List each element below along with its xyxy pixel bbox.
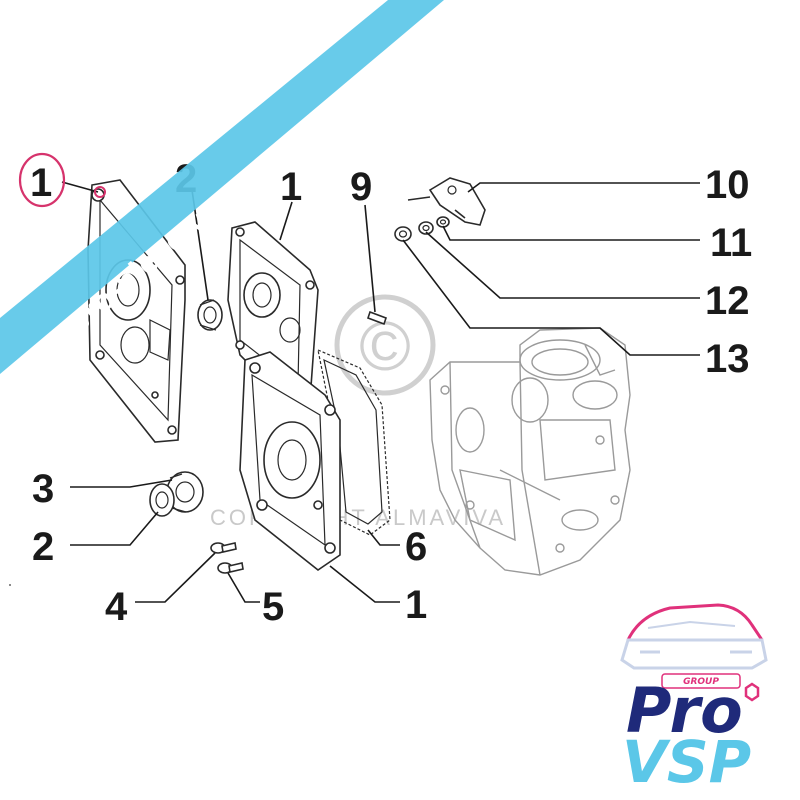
callout-4: 4: [105, 585, 128, 629]
bearing-top: [197, 299, 223, 331]
callout-5: 5: [262, 585, 284, 629]
pin: [366, 310, 388, 326]
leader-1-bottom: [329, 565, 400, 603]
leader-3: [70, 479, 173, 488]
callout-1-upper: 1: [280, 165, 302, 209]
gearbox-housing: [429, 327, 631, 576]
washer-small-11: [436, 216, 450, 228]
nut-13: [394, 226, 412, 242]
highlight-marker: [94, 186, 106, 198]
leader-11: [442, 225, 700, 241]
callout-10: 10: [705, 163, 750, 207]
highlight-circle: [18, 152, 66, 208]
cover-plate-lower: [239, 351, 341, 571]
leader-1-upper: [279, 201, 293, 241]
callout-1-top-left: 1: [30, 161, 52, 205]
leader-6: [367, 529, 400, 546]
bearing-assembly-bottom: [149, 471, 204, 517]
callout-2-bottom: 2: [32, 525, 54, 569]
leader-5: [227, 572, 260, 603]
leader-2-bottom: [70, 511, 159, 546]
hex-nut-icon: [744, 682, 760, 702]
washer-12: [418, 221, 434, 235]
callout-3: 3: [32, 467, 54, 511]
logo-brand-top: Pro: [626, 674, 743, 747]
leader-9: [364, 204, 376, 313]
callout-11: 11: [710, 221, 752, 265]
leader-1-top-left: [61, 181, 99, 193]
leader-10: [467, 182, 700, 193]
callout-9: 9: [350, 165, 372, 209]
screw-4: [210, 542, 237, 554]
callout-6: 6: [405, 525, 427, 569]
logo-group-label: GROUP: [683, 677, 719, 687]
callout-1-bottom: 1: [405, 583, 427, 627]
provsp-logo: GROUP Pro VSP: [620, 603, 768, 796]
leader-13: [402, 239, 700, 356]
leader-12: [425, 231, 700, 299]
callout-13: 13: [705, 337, 750, 381]
screw-5: [217, 562, 244, 574]
logo-brand-bottom: VSP: [622, 728, 751, 796]
callout-12: 12: [705, 279, 750, 323]
leader-4: [135, 552, 216, 603]
